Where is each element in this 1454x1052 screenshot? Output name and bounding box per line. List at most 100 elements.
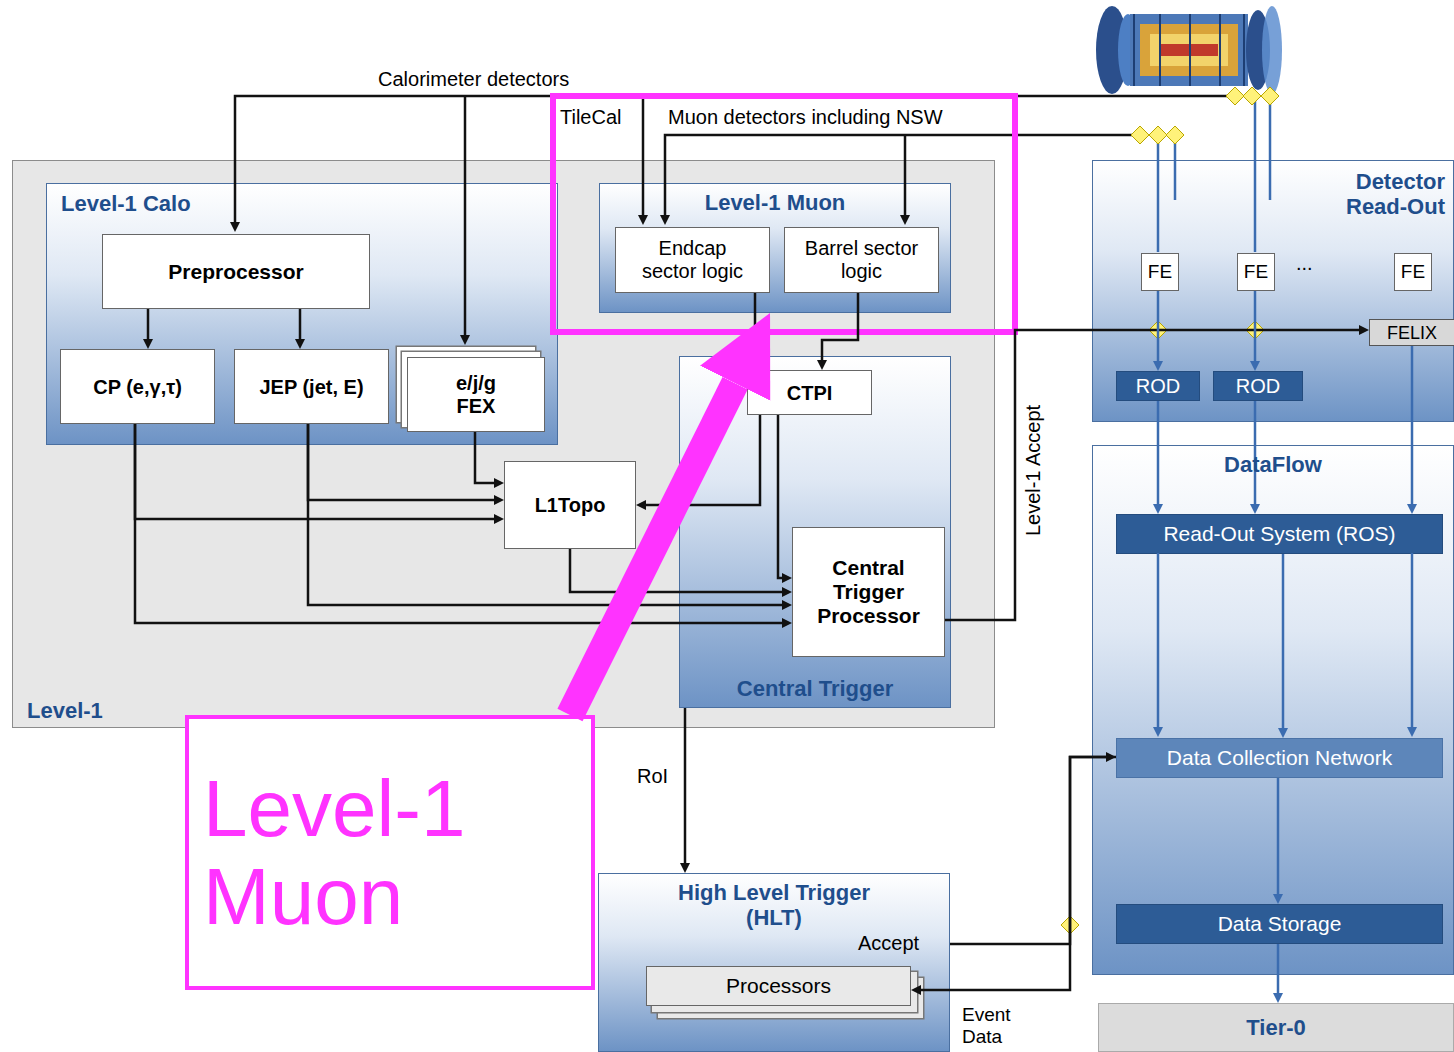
wire-label: ... bbox=[1296, 252, 1313, 275]
process-box: Processors bbox=[646, 966, 911, 1006]
signal-arrow bbox=[1157, 401, 1160, 504]
panel-heading: DataFlow bbox=[1224, 452, 1322, 477]
calo-panel: Level-1 CaloPreprocessor CP (e,γ,τ) JEP (j… bbox=[46, 183, 558, 445]
highlight-frame bbox=[553, 96, 1015, 332]
callout-arrow bbox=[570, 383, 735, 715]
readout-wires bbox=[1158, 96, 1412, 727]
rod-box: ROD bbox=[1116, 371, 1200, 401]
signal-arrow bbox=[921, 757, 1116, 990]
box-label: ROD bbox=[1136, 375, 1180, 398]
box-label: ROD bbox=[1236, 375, 1280, 398]
edge-label: Event Data bbox=[962, 1004, 1032, 1048]
wire-label: Muon detectors including NSW bbox=[668, 106, 943, 129]
edge-label: Accept bbox=[858, 932, 919, 955]
junction-diamond bbox=[1149, 126, 1167, 144]
readout-wire bbox=[1254, 96, 1257, 252]
rod-box: ROD bbox=[1213, 371, 1303, 401]
atlas-detector bbox=[1096, 6, 1282, 94]
junction-diamond bbox=[1261, 87, 1279, 105]
junction-diamond bbox=[1166, 126, 1184, 144]
barrel bbox=[1130, 14, 1248, 86]
process-box: L1Topo bbox=[504, 461, 636, 549]
panel-heading: Level-1 Muon bbox=[705, 190, 846, 215]
process-bar: Data Storage bbox=[1116, 904, 1443, 944]
signal-arrow bbox=[945, 330, 1359, 620]
box-label: CTPI bbox=[787, 381, 833, 404]
signal-arrow bbox=[308, 424, 494, 500]
readout-wire bbox=[1157, 135, 1160, 252]
muon-wire bbox=[904, 135, 907, 215]
muon-panel: Level-1 MuonEndcap sector logic Barrel se… bbox=[599, 183, 951, 313]
ros-wire bbox=[1411, 553, 1414, 727]
edge-label: RoI bbox=[637, 765, 668, 788]
box-label: Barrel sector logic bbox=[799, 237, 924, 283]
signal-arrow bbox=[950, 757, 1106, 944]
box-label: Data Storage bbox=[1218, 912, 1342, 936]
box-label: FE bbox=[1401, 261, 1425, 283]
box-label: FELIX bbox=[1387, 322, 1437, 343]
signal-arrow bbox=[299, 309, 302, 339]
calo-wire bbox=[464, 96, 467, 335]
box-label: Endcap sector logic bbox=[630, 237, 755, 283]
readout-wire bbox=[1174, 135, 1177, 200]
ros-wire bbox=[1157, 553, 1160, 727]
dataflow-panel: DataFlowRead-Out System (ROS) Data Collec… bbox=[1092, 445, 1454, 975]
signal-arrow bbox=[147, 309, 150, 339]
detector-wires bbox=[235, 96, 1235, 335]
box-label: FE bbox=[1244, 261, 1268, 283]
signal-arrow bbox=[822, 293, 858, 360]
panel-heading: Level-1 bbox=[27, 698, 103, 723]
signal-arrow bbox=[684, 708, 687, 863]
box-label: Read-Out System (ROS) bbox=[1163, 522, 1395, 546]
signal-arrow bbox=[475, 432, 494, 483]
barrel-toroid bbox=[1134, 14, 1244, 86]
signal-arrow bbox=[1157, 291, 1160, 361]
process-box: e/j/g FEX bbox=[407, 357, 545, 432]
panel-heading: Central Trigger bbox=[737, 676, 893, 701]
signal-arrow bbox=[1277, 778, 1280, 894]
signal-arrow bbox=[1411, 346, 1414, 504]
panel-heading: Level-1 Calo bbox=[61, 191, 191, 216]
panel-heading: Level-1 Muon bbox=[203, 765, 603, 941]
process-bar: Data Collection Network bbox=[1116, 738, 1443, 778]
fe-box: FE bbox=[1394, 253, 1432, 291]
readout-panel: Detector Read-OutFEFEFEFELIXRODROD bbox=[1092, 160, 1454, 422]
hlt-panel: High Level Trigger (HLT) Processors bbox=[598, 873, 950, 1052]
box-label: L1Topo bbox=[535, 494, 606, 517]
tilecal-wire bbox=[642, 96, 645, 215]
box-label: JEP (jet, E) bbox=[259, 375, 363, 398]
fe-box: FE bbox=[1237, 253, 1275, 291]
panel-heading: Detector Read-Out bbox=[1315, 169, 1445, 220]
muon-wire bbox=[665, 135, 1140, 215]
process-box: Endcap sector logic bbox=[615, 227, 770, 293]
process-box: Preprocessor bbox=[102, 234, 370, 309]
junction-diamond bbox=[1131, 126, 1149, 144]
process-box: Central Trigger Processor bbox=[792, 527, 945, 657]
process-bar: Read-Out System (ROS) bbox=[1116, 514, 1443, 554]
level1-panel: Level-1 Level-1 CaloPreprocessor CP (e,γ,τ… bbox=[12, 160, 995, 728]
signal-arrow bbox=[778, 415, 782, 578]
wire-label: Calorimeter detectors bbox=[378, 68, 569, 91]
signal-arrow bbox=[754, 293, 757, 360]
signal-arrow bbox=[1277, 944, 1280, 993]
box-label: Data Collection Network bbox=[1167, 746, 1392, 770]
process-box: CP (e,γ,τ) bbox=[60, 349, 215, 424]
process-box: JEP (jet, E) bbox=[234, 349, 389, 424]
endcap-wheel bbox=[1262, 6, 1282, 94]
signal-arrow bbox=[1254, 291, 1257, 361]
junctions bbox=[1061, 87, 1279, 934]
panel-heading: High Level Trigger (HLT) bbox=[649, 880, 899, 931]
box-label: Processors bbox=[726, 974, 831, 998]
signal-arrow bbox=[135, 424, 494, 519]
process-box: Barrel sector logic bbox=[784, 227, 939, 293]
box-label: Tier-0 bbox=[1246, 1015, 1306, 1040]
calo-wire bbox=[235, 96, 1235, 222]
process-box: CTPI bbox=[747, 370, 872, 415]
felix-box: FELIX bbox=[1369, 319, 1454, 346]
storage-box: Tier-0 bbox=[1098, 1003, 1454, 1052]
box-label: e/j/g FEX bbox=[441, 372, 511, 418]
box-label: Central Trigger Processor bbox=[801, 556, 936, 628]
signal-arrow bbox=[1254, 401, 1257, 504]
